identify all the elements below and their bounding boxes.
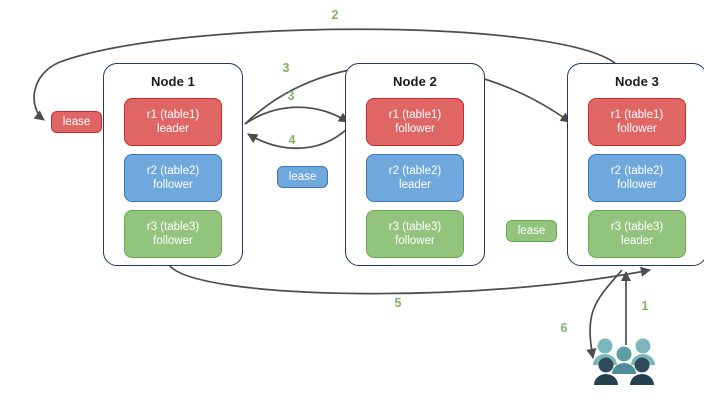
replica-role: follower (395, 235, 435, 247)
edge-label-4: 4 (288, 133, 296, 147)
replica-name: r3 (table3) (610, 221, 664, 233)
replica-name: r1 (table1) (146, 109, 200, 121)
replica-node3-r3[interactable]: r3 (table3) leader (588, 210, 686, 258)
replica-name: r2 (table2) (610, 165, 664, 177)
replica-name: r1 (table1) (610, 109, 664, 121)
replica-role: follower (617, 179, 657, 191)
edge-5-path (169, 265, 652, 295)
node-title-node2: Node 2 (393, 74, 437, 89)
replica-node2-r1[interactable]: r1 (table1) follower (366, 98, 464, 146)
replica-role: follower (153, 235, 193, 247)
users-icon (588, 334, 660, 392)
replica-node3-r1[interactable]: r1 (table1) follower (588, 98, 686, 146)
replica-role: follower (153, 179, 193, 191)
edge-label-3-diagonal: 3 (282, 61, 290, 75)
replica-name: r2 (table2) (388, 165, 442, 177)
lease-badge-blue[interactable]: lease (277, 166, 328, 188)
replica-name: r3 (table3) (146, 221, 200, 233)
node-container-node3[interactable]: Node 3 r1 (table1) follower r2 (table2) … (567, 63, 704, 266)
replica-node1-r2[interactable]: r2 (table2) follower (124, 154, 222, 202)
edge-label-2: 2 (331, 8, 339, 22)
edge-label-3-curve: 3 (287, 89, 295, 103)
replica-node2-r2[interactable]: r2 (table2) leader (366, 154, 464, 202)
replica-role: leader (157, 123, 189, 135)
edge-3-curve-path (244, 106, 349, 125)
edge-label-6: 6 (560, 321, 568, 335)
node-container-node1[interactable]: Node 1 r1 (table1) leader r2 (table2) fo… (103, 63, 243, 266)
replica-role: follower (617, 123, 657, 135)
edge-label-1: 1 (641, 299, 649, 313)
replica-node1-r3[interactable]: r3 (table3) follower (124, 210, 222, 258)
lease-badge-red[interactable]: lease (51, 111, 102, 133)
replica-node1-r1[interactable]: r1 (table1) leader (124, 98, 222, 146)
replica-role: follower (395, 123, 435, 135)
replica-name: r3 (table3) (388, 221, 442, 233)
replica-node2-r3[interactable]: r3 (table3) follower (366, 210, 464, 258)
node-container-node2[interactable]: Node 2 r1 (table1) follower r2 (table2) … (345, 63, 485, 266)
replica-role: leader (621, 235, 653, 247)
replica-node3-r2[interactable]: r2 (table2) follower (588, 154, 686, 202)
node-title-node3: Node 3 (615, 74, 659, 89)
users-icon-svg (593, 338, 655, 385)
edge-label-5: 5 (394, 296, 402, 310)
replica-role: leader (399, 179, 431, 191)
replica-name: r2 (table2) (146, 165, 200, 177)
lease-badge-green[interactable]: lease (506, 220, 557, 242)
node-title-node1: Node 1 (151, 74, 195, 89)
replica-name: r1 (table1) (388, 109, 442, 121)
